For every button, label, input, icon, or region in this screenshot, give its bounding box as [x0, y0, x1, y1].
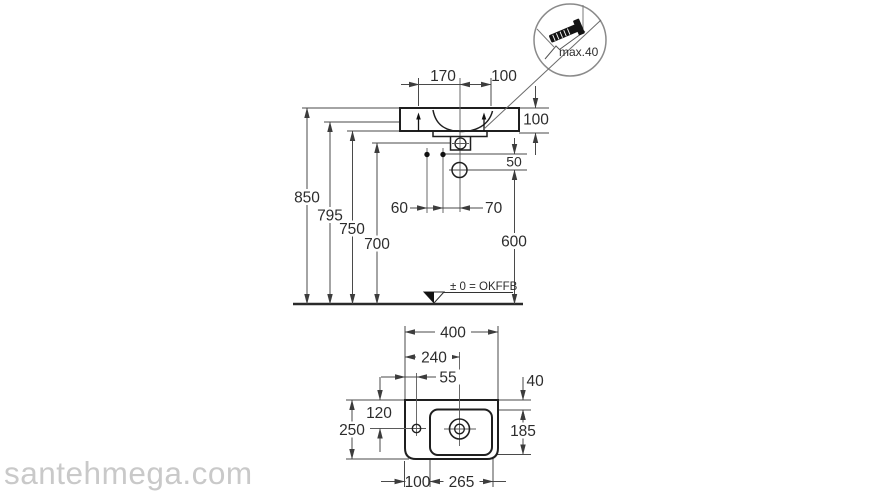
dim-600-label: 600 [501, 234, 527, 251]
dim-heights-group: 850 795 750 700 600 [291, 107, 530, 305]
tap-hole-inner [454, 423, 465, 435]
datum-label: ± 0 = OKFFB [450, 281, 518, 293]
dim-50-group: 50 [502, 138, 526, 170]
left-fixing-arrow-icon [416, 112, 421, 131]
dim-60-label: 60 [391, 200, 409, 217]
dim-55-group: 55 [381, 369, 461, 387]
dim-100-right-label: 100 [523, 112, 549, 129]
dim-70-label: 70 [485, 200, 503, 217]
dim-100-bottom-label: 100 [405, 474, 431, 491]
dim-170-label: 170 [430, 68, 456, 85]
dim-apron-group: 100 [523, 86, 549, 155]
dim-265-label: 265 [449, 474, 475, 491]
tap-hole-outer [448, 418, 471, 440]
detail-edge-diagonal [536, 28, 555, 48]
dim-850-label: 850 [294, 190, 320, 207]
dim-50-label: 50 [506, 154, 522, 170]
detail-view: max.40 [483, 3, 607, 130]
fixing-hole-plan [411, 423, 422, 434]
detail-max40-label: max.40 [559, 45, 599, 59]
dim-400-group: 400 [404, 324, 499, 342]
water-supply-circle [451, 161, 468, 179]
dim-400-label: 400 [440, 325, 466, 342]
dim-185-group: 185 [507, 409, 540, 456]
dim-185-label: 185 [510, 423, 536, 440]
dim-bottom-group: 100 265 [381, 474, 506, 491]
drain-outlet [449, 136, 472, 151]
dim-40-label: 40 [527, 373, 545, 390]
dim-120-label: 120 [366, 405, 392, 422]
dim-250-label: 250 [339, 422, 365, 439]
bowl-plan-outline [429, 408, 493, 456]
dim-240-group: 240 [404, 349, 461, 367]
watermark: santehmega.com [4, 455, 253, 491]
fixing-dot-right [440, 151, 446, 158]
screw-icon [549, 18, 585, 43]
detail-leader-line [483, 19, 602, 130]
datum-symbol: ± 0 = OKFFB [422, 281, 518, 304]
fixing-dot-left [424, 151, 430, 158]
detail-circle [533, 3, 607, 77]
dim-795-label: 795 [317, 208, 343, 225]
detail-notch-profile [544, 30, 586, 60]
bowl-section-curve [432, 109, 494, 133]
dim-120-group: 120 [363, 377, 395, 452]
basin-underside-step [432, 131, 488, 138]
plan-view: 400 240 55 120 250 [336, 324, 545, 491]
dim-250-group: 250 [336, 399, 369, 460]
dim-240-label: 240 [421, 350, 447, 367]
dim-top-group: 170 100 [401, 68, 517, 106]
dim-fixing-group: 60 70 [391, 200, 503, 217]
dim-700-label: 700 [364, 236, 390, 253]
dim-55-label: 55 [439, 370, 456, 387]
front-elevation-view: 170 100 100 50 60 70 [291, 68, 549, 306]
dim-750-label: 750 [339, 221, 365, 238]
dim-100-top-label: 100 [491, 68, 517, 85]
